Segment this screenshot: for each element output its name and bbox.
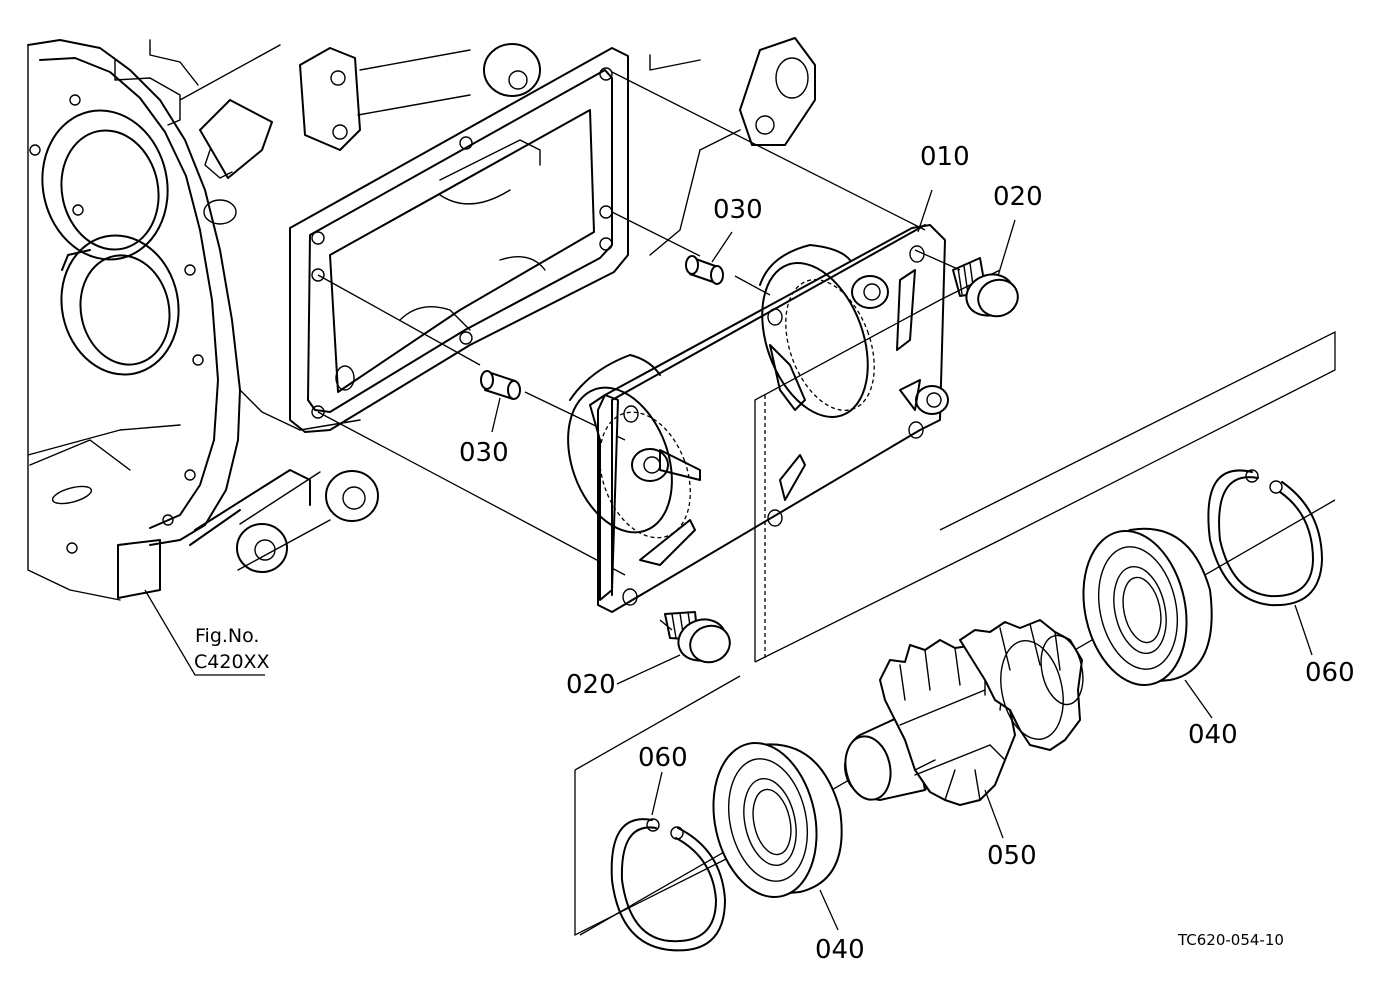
part-060-snap-ring-left [610, 818, 726, 952]
callout-030-top: 030 [713, 195, 763, 225]
part-030-dowel-pin-upper [685, 255, 724, 285]
case-cover-frame [289, 47, 629, 433]
callout-010: 010 [920, 142, 970, 172]
callout-labels: 010 020 030 030 020 060 040 060 050 040 … [194, 142, 1355, 965]
callout-060-right: 060 [1305, 658, 1355, 688]
part-020-bolt-upper [952, 257, 1019, 318]
part-030-dowel-pin-lower [480, 370, 521, 400]
callout-060-left: 060 [638, 743, 688, 773]
callout-020-top: 020 [993, 182, 1043, 212]
projection-lines [317, 71, 1336, 937]
callout-030-bottom: 030 [459, 438, 509, 468]
part-060-snap-ring-right [1207, 469, 1323, 607]
leader-lines [144, 189, 1313, 931]
part-020-bolt-lower [664, 611, 731, 664]
part-050-gear-shaft [844, 619, 1084, 806]
drawing-code: TC620-054-10 [1177, 931, 1284, 949]
figure-ref-label: Fig.No. [195, 625, 259, 647]
part-010-housing-cover [567, 224, 949, 613]
callout-040-left: 040 [815, 935, 865, 965]
transmission-case [27, 37, 816, 601]
part-040-bearing-left [712, 741, 843, 899]
figure-ref-number: C420XX [194, 651, 270, 673]
callout-020-bottom: 020 [566, 670, 616, 700]
callout-040-right: 040 [1188, 720, 1238, 750]
part-040-bearing-right [1082, 527, 1213, 687]
callout-050: 050 [987, 841, 1037, 871]
